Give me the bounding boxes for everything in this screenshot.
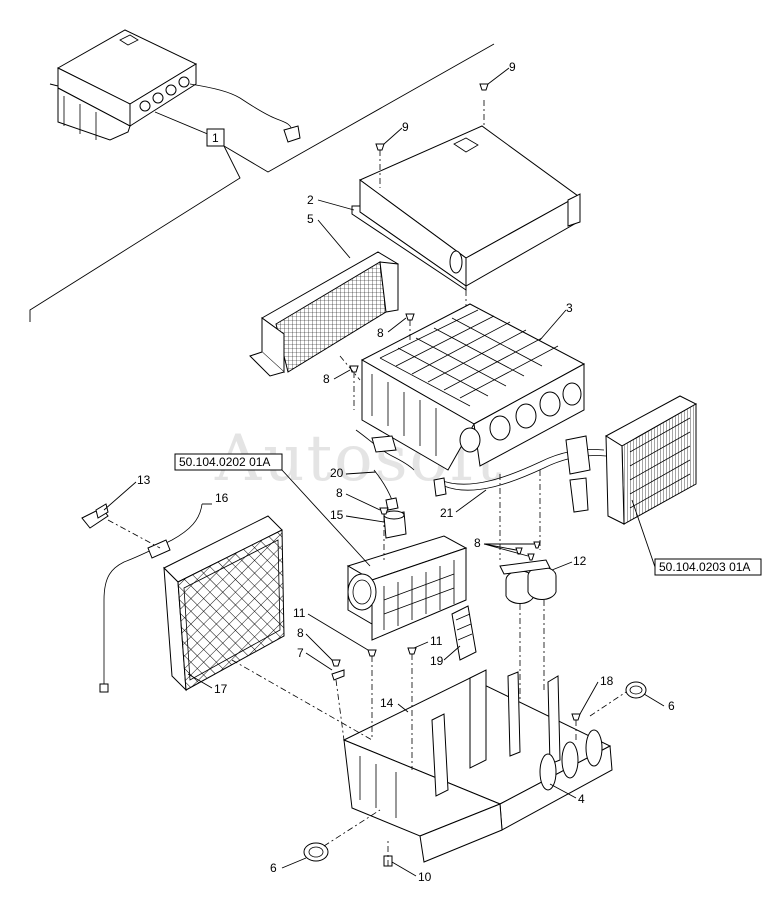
lower-housing xyxy=(342,669,613,863)
callout-16: 16 xyxy=(215,491,229,505)
callout-20: 20 xyxy=(330,466,344,480)
callout-12: 12 xyxy=(573,554,587,568)
reference-link-blower[interactable]: 50.104.0202 01A xyxy=(179,455,270,469)
callout-3: 3 xyxy=(566,301,573,315)
assembly-lines xyxy=(107,320,627,866)
callout-13: 13 xyxy=(137,473,151,487)
callout-2: 2 xyxy=(307,193,314,207)
water-valve xyxy=(499,559,557,604)
callout-19: 19 xyxy=(430,654,444,668)
callout-1: 1 xyxy=(212,131,219,145)
callout-labels: 2 3 4 5 6 6 7 8 8 8 8 8 9 9 10 11 11 xyxy=(103,60,675,884)
callout-15: 15 xyxy=(330,508,344,522)
mesh-panel xyxy=(249,251,399,377)
callout-8c: 8 xyxy=(336,486,343,500)
callout-14: 14 xyxy=(380,696,394,710)
callout-9b: 9 xyxy=(509,60,516,74)
callout-8d: 8 xyxy=(474,536,481,550)
callout-17: 17 xyxy=(214,682,228,696)
callout-11b: 11 xyxy=(430,634,443,648)
callout-4: 4 xyxy=(578,792,585,806)
sensor-bracket xyxy=(81,503,109,529)
callout-10: 10 xyxy=(418,870,432,884)
callout-21: 21 xyxy=(440,506,454,520)
screw-9b xyxy=(479,83,489,91)
callout-18: 18 xyxy=(600,674,614,688)
control-module xyxy=(49,29,301,143)
relay-15 xyxy=(383,510,407,539)
callout-8b: 8 xyxy=(323,372,330,386)
hose-assembly xyxy=(433,435,607,513)
grommet-6b xyxy=(303,842,329,862)
air-filter xyxy=(163,515,285,692)
callout-11a: 11 xyxy=(293,606,306,620)
blower-resistor xyxy=(451,605,477,661)
reference-link-heater[interactable]: 50.104.0203 01A xyxy=(659,560,750,574)
region-line-top xyxy=(223,43,495,173)
evaporator-housing xyxy=(355,303,586,471)
region-line-left xyxy=(29,145,241,322)
heater-core xyxy=(605,395,698,525)
callout-7: 7 xyxy=(297,646,304,660)
callout-1-group: 1 xyxy=(29,43,495,322)
screw-9a xyxy=(375,143,385,188)
callout-8a: 8 xyxy=(377,326,384,340)
reference-box-blower[interactable]: 50.104.0202 01A xyxy=(174,453,371,567)
callout-6b: 6 xyxy=(270,861,277,875)
blower-module xyxy=(346,535,468,641)
callout-6a: 6 xyxy=(668,699,675,713)
grommet-6a xyxy=(625,681,647,699)
callout-5: 5 xyxy=(307,212,314,226)
sensor-20 xyxy=(373,469,399,511)
callout-box-1 xyxy=(206,128,225,147)
reference-box-heater[interactable]: 50.104.0203 01A xyxy=(631,499,762,576)
callout-9a: 9 xyxy=(402,120,409,134)
callout-8e: 8 xyxy=(297,626,304,640)
temperature-cable xyxy=(99,503,203,693)
top-cover xyxy=(351,100,581,330)
